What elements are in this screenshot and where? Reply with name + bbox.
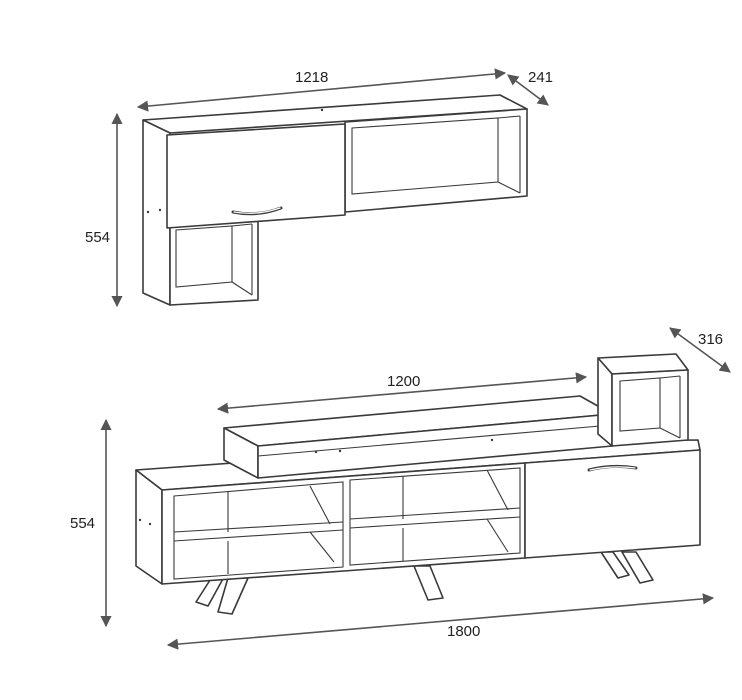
tv-unit-side-depth-label: 316 [698,331,723,348]
wall-unit [142,94,528,306]
tv-unit-right-compartment [349,467,521,566]
tv-unit-side-cube-left [597,357,613,447]
wall-unit-height-label: 554 [85,229,110,246]
tv-unit-side-depth-arrow [669,327,731,373]
tv-unit-height-label: 554 [70,515,95,532]
tv-unit-height-dimension: 554 [70,418,112,628]
tv-unit-side-cube-front [611,369,689,447]
tv-unit-top-shelf-width-arrow [216,372,588,414]
tv-unit-left-compartment [173,481,344,580]
wall-unit-depth-label: 241 [528,69,553,86]
tv-unit-top-shelf-width-label: 1200 [387,373,420,390]
wall-unit-width-dimension: 1218 [136,68,507,112]
tv-unit-leg-right-front [621,551,654,584]
wall-unit-width-label: 1218 [295,69,328,86]
tv-unit-left-shelf [173,521,344,533]
tv-unit-left-side [135,469,163,585]
tv-unit-door [524,449,701,559]
wall-unit-depth-dimension: 241 [507,69,553,106]
wall-unit-lower-cube [169,217,259,306]
tv-unit-total-width-label: 1800 [447,623,480,640]
tv-unit-side-depth-dimension: 316 [669,327,731,373]
tv-unit-top-shelf-width-dimension: 1200 [216,372,588,414]
tv-unit-total-width-dimension: 1800 [166,593,715,650]
wall-unit-height-dimension: 554 [85,112,123,308]
wall-unit-open-section [344,108,528,213]
tv-unit-total-width-arrow [166,593,715,650]
tv-unit-right-shelf [349,507,521,520]
wall-unit-width-arrow [136,68,507,112]
wall-unit-door [166,123,346,229]
tv-unit-leg-left-front [217,577,249,615]
tv-unit-leg-middle [413,565,444,601]
tv-unit [135,353,701,615]
wall-unit-depth-arrow [507,74,549,106]
